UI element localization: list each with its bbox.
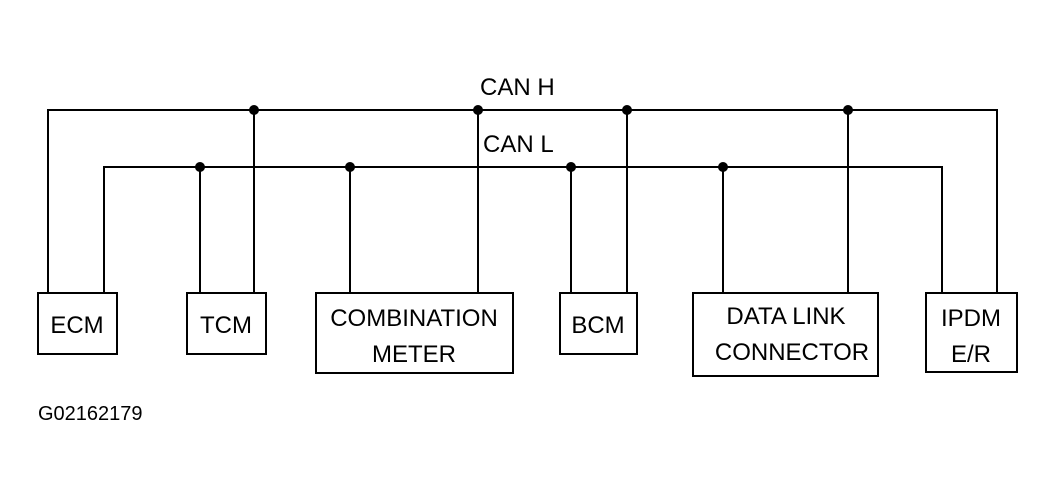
node-ipdm-er: IPDM E/R <box>925 292 1018 373</box>
node-bcm: BCM <box>559 292 638 355</box>
can-l-label: CAN L <box>483 131 554 158</box>
combination-meter-box <box>315 292 514 374</box>
junction-dot <box>249 105 259 115</box>
junction-dot <box>622 105 632 115</box>
tcm-label: TCM <box>200 312 252 339</box>
bcm-label: BCM <box>571 312 624 339</box>
node-combination-meter: COMBINATION METER <box>315 292 514 374</box>
can-l-drops <box>199 167 724 293</box>
junction-dot <box>345 162 355 172</box>
combination-meter-label-line2: METER <box>372 341 456 368</box>
combination-meter-label-line1: COMBINATION <box>330 305 498 332</box>
can-h-wire <box>47 109 998 293</box>
ipdm-er-box <box>925 292 1018 373</box>
node-ecm: ECM <box>37 292 118 355</box>
ecm-box <box>37 292 118 355</box>
bcm-box <box>559 292 638 355</box>
ipdm-er-label-line2: E/R <box>951 341 991 368</box>
junction-dot <box>566 162 576 172</box>
data-link-connector-label-line1: DATA LINK <box>726 303 845 330</box>
can-h-bus: CAN H <box>47 74 998 293</box>
node-data-link-connector: DATA LINK CONNECTOR <box>692 292 879 377</box>
junction-dot <box>843 105 853 115</box>
junction-dots <box>195 105 853 172</box>
junction-dot <box>473 105 483 115</box>
data-link-connector-box <box>692 292 879 377</box>
data-link-connector-label-line2: CONNECTOR <box>715 339 869 366</box>
ecm-label: ECM <box>50 312 103 339</box>
figure-id: G02162179 <box>38 403 143 425</box>
junction-dot <box>195 162 205 172</box>
junction-dot <box>718 162 728 172</box>
can-l-wire <box>103 166 943 293</box>
tcm-box <box>186 292 267 355</box>
node-tcm: TCM <box>186 292 267 355</box>
ipdm-er-label-line1: IPDM <box>941 305 1001 332</box>
can-h-drops <box>253 110 849 293</box>
can-l-bus: CAN L <box>103 131 943 293</box>
can-h-label: CAN H <box>480 74 555 101</box>
